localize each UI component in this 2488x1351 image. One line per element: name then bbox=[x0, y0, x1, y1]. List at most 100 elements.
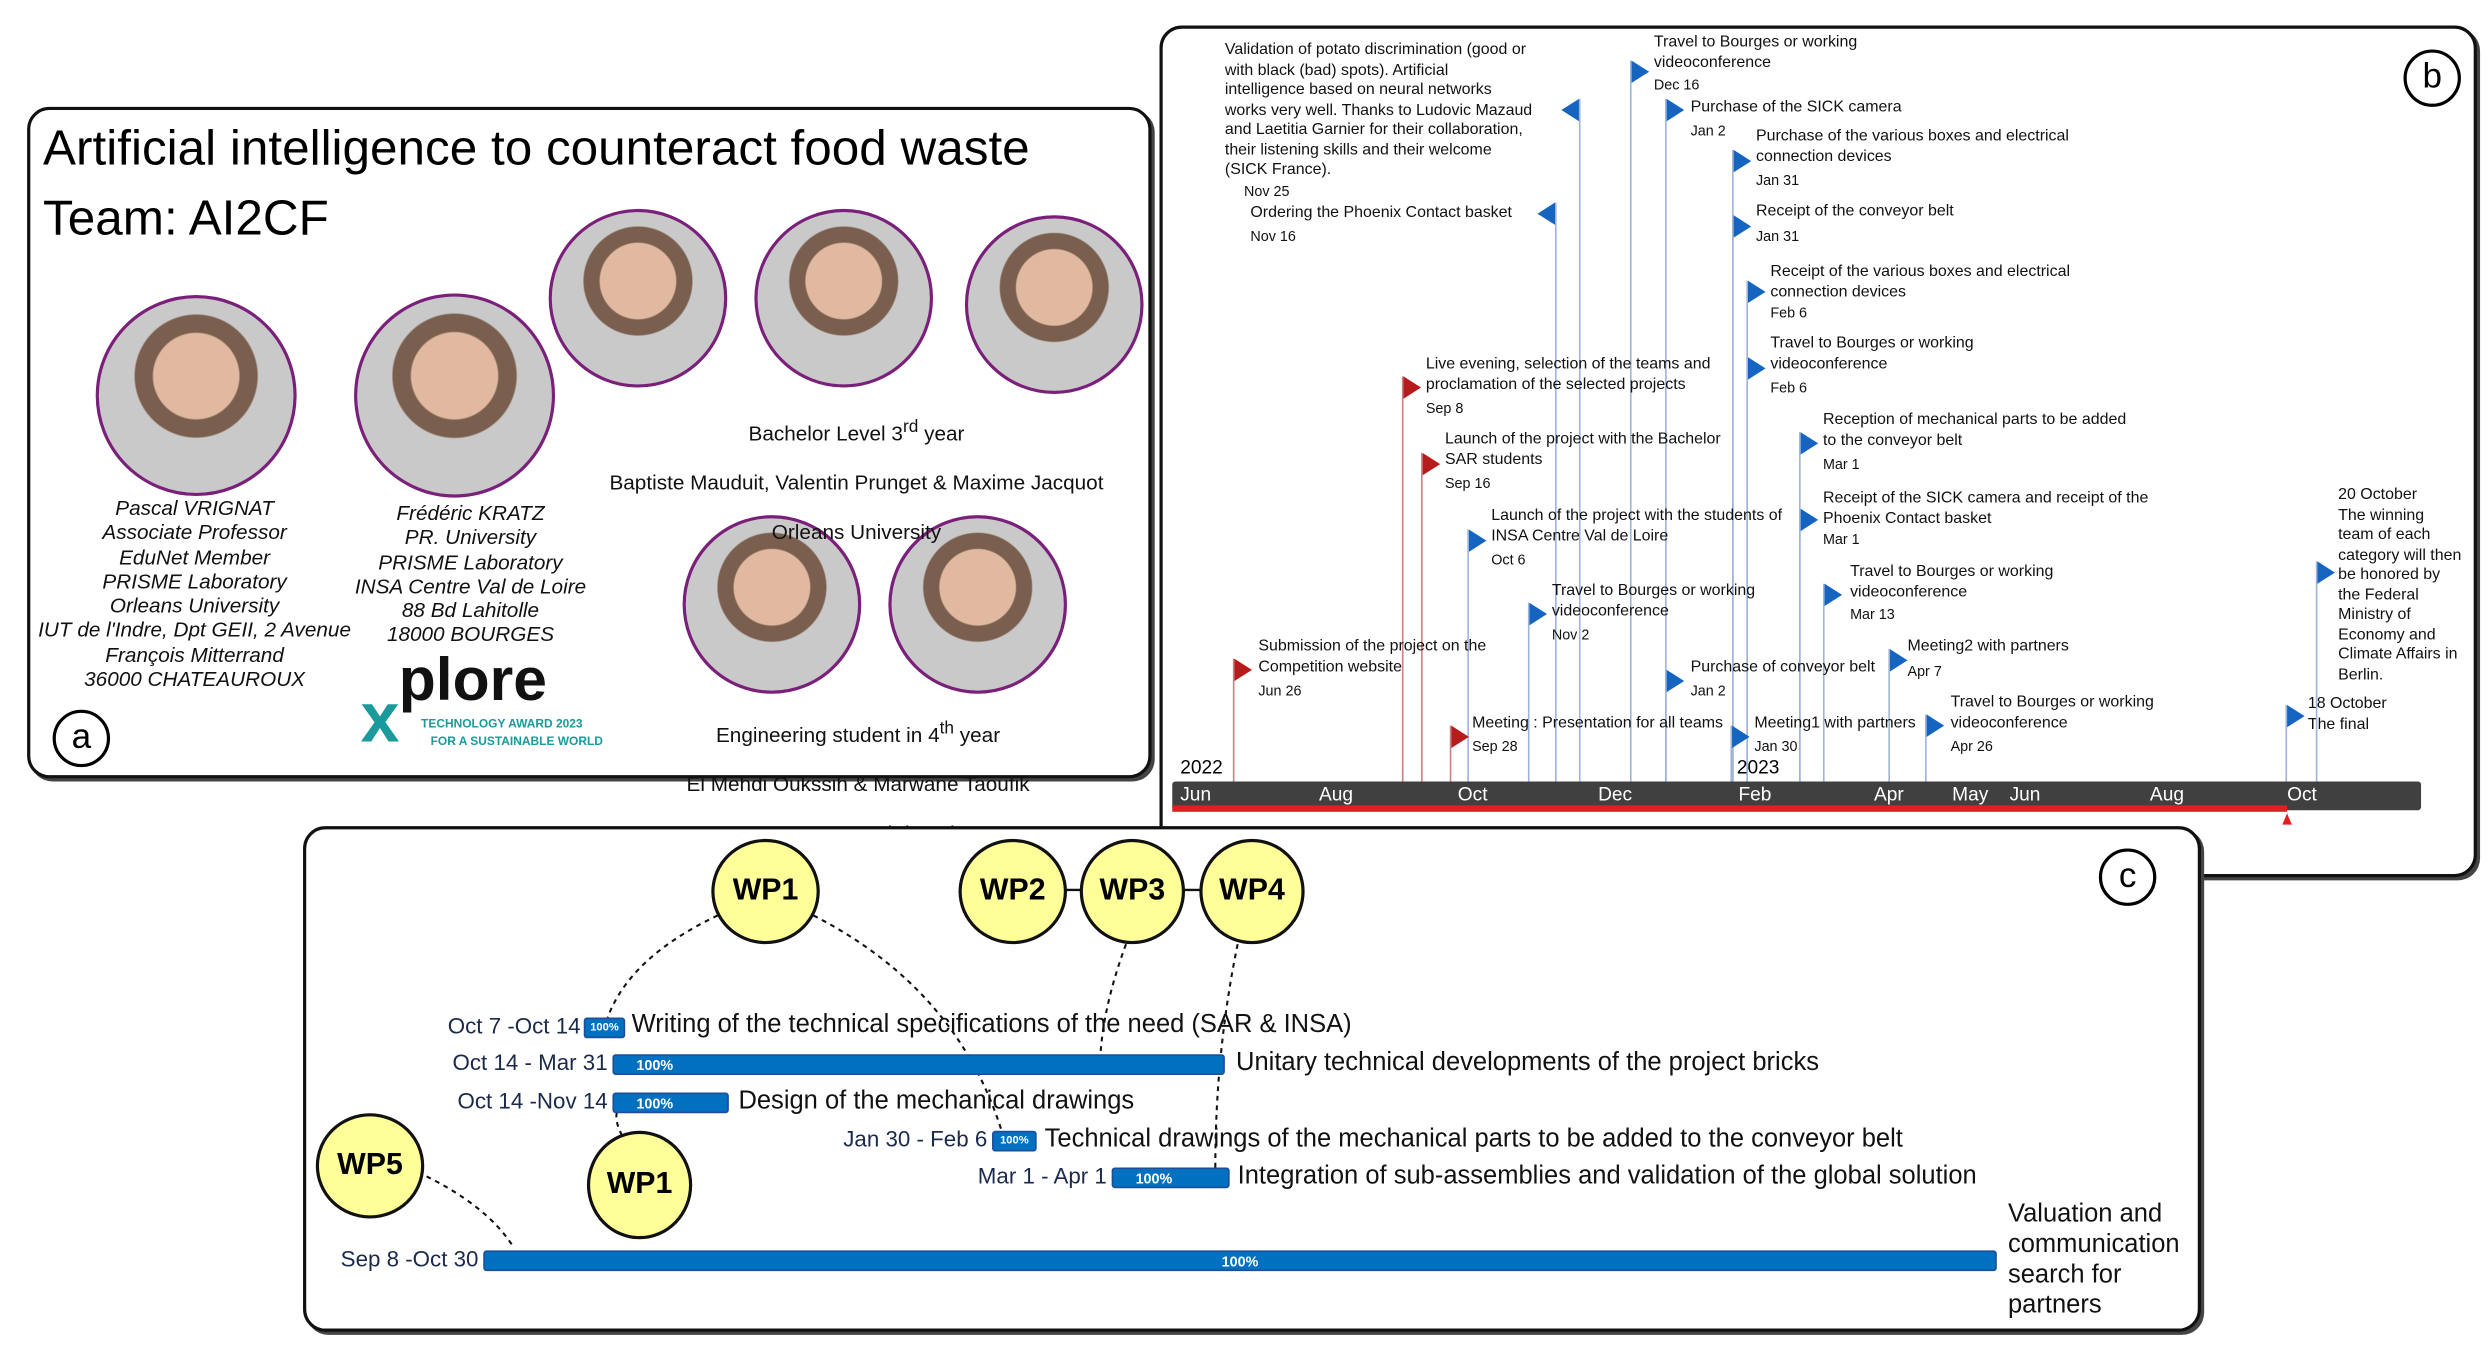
event-text: Ordering the Phoenix Contact basket bbox=[1250, 204, 1512, 222]
project-title: Artificial intelligence to counteract fo… bbox=[43, 119, 1030, 176]
event-date: Jan 31 bbox=[1755, 228, 1800, 245]
task-name: Writing of the technical specifications … bbox=[631, 1011, 1352, 1039]
milestone-blue-flag-icon bbox=[1748, 280, 1766, 304]
event-stem bbox=[1888, 649, 1890, 782]
event-text: Receipt of the conveyor belt bbox=[1755, 202, 1954, 221]
event-date: Jan 2 bbox=[1690, 682, 1726, 699]
eng-year: year bbox=[954, 723, 1001, 748]
event-text: Live evening, selection of the teams and… bbox=[1425, 355, 1711, 394]
event-text: Meeting2 with partners bbox=[1907, 637, 2069, 656]
bachelor-names: Baptiste Mauduit, Valentin Prunget & Max… bbox=[609, 470, 1104, 495]
event-date: Mar 13 bbox=[1850, 606, 1895, 623]
event-stem bbox=[1527, 602, 1530, 782]
event-text: Reception of mechanical parts to be adde… bbox=[1822, 411, 2127, 449]
wp5-node: WP5 bbox=[315, 1113, 425, 1219]
event-stem bbox=[1555, 202, 1557, 782]
milestone-blue-flag-icon bbox=[1468, 529, 1487, 552]
panel-label-a: a bbox=[52, 709, 111, 768]
event-stem bbox=[1401, 376, 1404, 782]
connector-wp1-task3 bbox=[615, 1111, 623, 1137]
connector-wp1-task4 bbox=[812, 914, 1003, 1132]
person-frederic-info: Frédéric KRATZ PR. University PRISME Lab… bbox=[354, 500, 587, 647]
xplore-logo: x plore TECHNOLOGY AWARD 2023 FOR A SUST… bbox=[360, 648, 631, 758]
event-stem bbox=[1467, 529, 1469, 782]
event-stem bbox=[1665, 98, 1667, 782]
panel-label-b: b bbox=[2403, 49, 2461, 107]
event-stem bbox=[1730, 725, 1733, 782]
event-text: Receipt of the various boxes and electri… bbox=[1770, 263, 2071, 301]
event-stem bbox=[1822, 583, 1825, 782]
event-text: 18 October The final bbox=[2307, 695, 2387, 733]
event-date: Jun 26 bbox=[1258, 682, 1302, 699]
event-date: Nov 16 bbox=[1250, 228, 1296, 245]
event-stem bbox=[2315, 561, 2318, 782]
eng-sup: th bbox=[939, 719, 955, 739]
person-pascal-info: Pascal VRIGNAT Associate Professor EduNe… bbox=[38, 496, 351, 691]
photo-frederic-kratz bbox=[354, 293, 556, 498]
logo-line2: FOR A SUSTAINABLE WORLD bbox=[430, 733, 603, 749]
milestone-red-flag-icon bbox=[1234, 658, 1252, 682]
task-bar[interactable]: 100% bbox=[1111, 1167, 1230, 1189]
event-date: Nov 25 bbox=[1244, 183, 1290, 200]
event-text: Validation of potato discrimination (goo… bbox=[1224, 41, 1533, 179]
event-stem bbox=[1665, 669, 1667, 782]
connector-wp1-task1 bbox=[606, 914, 719, 1018]
milestone-red-flag-icon bbox=[1403, 376, 1422, 399]
milestone-blue-flag-icon bbox=[1666, 669, 1685, 693]
event-text: Launch of the project with the Bachelor … bbox=[1444, 430, 1721, 469]
task-dates: Oct 7 -Oct 14 bbox=[447, 1012, 581, 1039]
event-stem bbox=[1578, 98, 1581, 782]
wp1-node-top: WP1 bbox=[711, 838, 820, 945]
bachelor-year: year bbox=[918, 422, 965, 446]
task-bar[interactable]: 100% bbox=[992, 1130, 1037, 1152]
milestone-blue-flag-icon bbox=[2287, 704, 2305, 728]
event-date: Apr 7 bbox=[1907, 663, 1942, 680]
task-name: Unitary technical developments of the pr… bbox=[1236, 1049, 1820, 1077]
bachelor-school: Orleans University bbox=[771, 519, 942, 544]
photo-student-2 bbox=[754, 208, 934, 388]
task-bar[interactable]: 100% bbox=[583, 1017, 626, 1039]
milestone-blue-flag-icon bbox=[1824, 583, 1843, 607]
panel-a: Artificial intelligence to counteract fo… bbox=[27, 106, 1152, 845]
month-label: Jun bbox=[2009, 783, 2041, 806]
wp1-node-bottom: WP1 bbox=[586, 1130, 693, 1240]
logo-x: x bbox=[360, 679, 400, 758]
team-name: Team: AI2CF bbox=[43, 189, 329, 246]
milestone-blue-flag-icon bbox=[2317, 561, 2335, 584]
event-date: Apr 26 bbox=[1950, 738, 1993, 755]
connector-wp5-task6 bbox=[417, 1171, 515, 1248]
event-stem bbox=[1232, 658, 1235, 782]
milestone-blue-flag-icon bbox=[1733, 215, 1752, 238]
milestone-red-flag-icon bbox=[1451, 725, 1469, 749]
event-stem bbox=[1799, 508, 1801, 782]
task-bar[interactable]: 100% bbox=[483, 1250, 1997, 1272]
task-dates: Oct 14 -Nov 14 bbox=[457, 1087, 608, 1114]
event-stem bbox=[1925, 714, 1927, 782]
event-text: Travel to Bourges or working videoconfer… bbox=[1551, 582, 1756, 620]
year-2022: 2022 bbox=[1180, 755, 1223, 779]
event-text: Travel to Bourges or working videoconfer… bbox=[1850, 562, 2054, 601]
wp3-node: WP3 bbox=[1079, 838, 1186, 945]
event-date: Jan 30 bbox=[1754, 738, 1798, 755]
task-dates: Mar 1 - Apr 1 bbox=[977, 1162, 1107, 1189]
month-label: Aug bbox=[2149, 783, 2184, 806]
logo-plore: plore bbox=[398, 647, 547, 715]
event-stem bbox=[1629, 60, 1632, 782]
milestone-blue-flag-icon bbox=[1926, 714, 1945, 737]
event-text: Travel to Bourges or working videoconfer… bbox=[1770, 334, 1974, 373]
event-text: Travel to Bourges or working videoconfer… bbox=[1950, 693, 2154, 732]
milestone-blue-flag-icon bbox=[1537, 202, 1556, 225]
task-bar[interactable]: 100% bbox=[612, 1092, 729, 1114]
milestone-blue-flag-icon bbox=[1733, 149, 1752, 173]
task-bar[interactable]: 100% bbox=[612, 1054, 1225, 1075]
event-date: Sep 16 bbox=[1444, 475, 1491, 492]
event-text: Purchase of conveyor belt bbox=[1690, 658, 1876, 677]
task-name: Technical drawings of the mechanical par… bbox=[1044, 1125, 1903, 1154]
milestone-blue-flag-icon bbox=[1529, 602, 1548, 626]
eng-names: El Mehdi Oukssih & Marwane Taoufik bbox=[686, 772, 1030, 797]
eng-level: Engineering student in 4 bbox=[715, 723, 940, 748]
event-text: Travel to Bourges or working videoconfer… bbox=[1653, 33, 1858, 71]
event-date: Mar 1 bbox=[1822, 531, 1860, 548]
event-text: Meeting1 with partners bbox=[1754, 714, 1916, 733]
